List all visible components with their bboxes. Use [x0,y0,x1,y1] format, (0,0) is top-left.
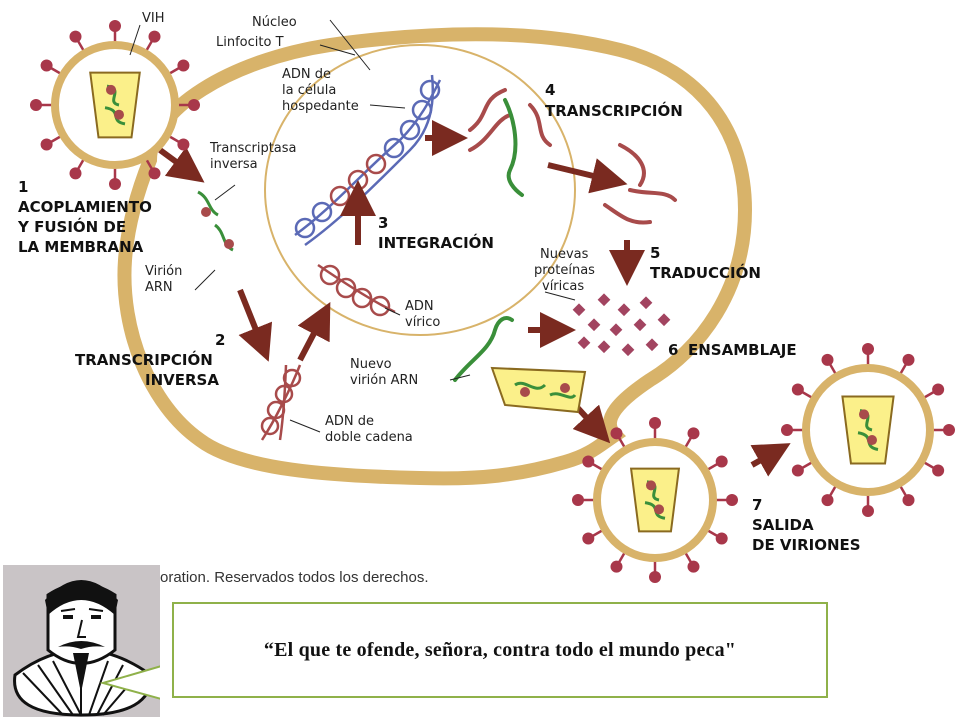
step-6: 6 ENSAMBLAJE [668,341,797,359]
virion-spike-knob [726,494,738,506]
virion-spike-knob [902,494,915,507]
virion-spike-knob [687,560,700,573]
quote-text: “El que te ofende, señora, contra todo e… [263,638,737,661]
arrow-to-cytoplasm [547,158,628,194]
virion-spike-knob [715,532,728,545]
virion-budding [572,417,738,583]
virion-spike-knob [649,417,661,429]
virion-entering [30,20,200,190]
label-virion-arn: Virión ARN [145,264,187,295]
step-1: 1 ACOPLAMIENTO Y FUSIÓN DE LA MEMBRANA [17,178,157,256]
label-linfocito: Linfocito T [216,35,284,50]
cervantes-portrait [3,565,166,717]
virion-spike-knob [610,427,623,440]
virion-spike-knob [148,167,161,180]
virion-spike-knob [582,532,595,545]
nucleus [264,44,576,336]
arrow-entry [158,146,205,183]
virion-spike-knob [69,30,82,43]
virion-spike-knob [862,505,874,517]
virion-spike-knob [69,167,82,180]
virion-spike-knob [932,464,945,477]
double-strand-dna [260,364,302,441]
step-7: 7 SALIDA DE VIRIONES [752,496,861,554]
quote-box: “El que te ofende, señora, contra todo e… [172,602,828,698]
step-3: 3 INTEGRACIÓN [378,214,494,252]
virion-spike-knob [40,59,53,72]
virion-spike-knob [791,464,804,477]
step-2: 2 TRANSCRIPCIÓN INVERSA [75,331,231,389]
label-leader-lines [129,19,576,433]
label-nuevo-virion: Nuevo virión ARN [350,357,418,388]
virion-spike-knob [177,138,190,151]
virion-spike-knob [715,455,728,468]
virion-spike-knob [932,383,945,396]
virion-spike-knob [177,59,190,72]
assembling-capsid [490,366,587,414]
virion-enzyme [867,435,877,446]
copyright-caption: oration. Reservados todos los derechos. [160,569,428,586]
label-transcriptasa: Transcriptasa inversa [209,141,301,172]
virion-spike-knob [649,571,661,583]
label-adn-host: ADN de la célula hospedante [282,67,359,114]
virion-spike-knob [821,494,834,507]
virion-spike-knob [109,20,121,32]
virion-spike-knob [30,99,42,111]
virion-spike-knob [791,383,804,396]
viral-dna-helix [317,263,396,317]
rna-strands [453,88,677,382]
virion-spike-knob [148,30,161,43]
virion-spike-knob [821,353,834,366]
label-nucleo: Núcleo [252,15,297,30]
virions [30,20,955,583]
virion-spike-knob [943,424,955,436]
virion-enzyme [114,109,124,120]
arrow-reverse-transcription [237,288,273,362]
virion-spike-knob [582,455,595,468]
reverse-transcriptase-rna [197,190,234,252]
label-adn-virico: ADN vírico [405,299,440,330]
virion-released [781,343,955,517]
label-adn-doble: ADN de doble cadena [325,414,413,445]
virion-spike-knob [109,178,121,190]
virion-spike-knob [40,138,53,151]
arrow-to-nucleus [297,302,331,362]
step-5: 5 TRADUCCIÓN [650,244,761,282]
virion-enzyme [859,409,869,420]
arrow-exit [750,443,791,477]
virion-spike-knob [188,99,200,111]
virion-spike-knob [572,494,584,506]
virion-spike-knob [862,343,874,355]
virion-spike-knob [687,427,700,440]
label-nuevas-proteinas: Nuevas proteínas víricas [534,247,599,294]
virion-enzyme [106,84,116,95]
process-arrows [158,120,791,477]
virion-enzyme [646,480,656,491]
virion-enzyme [654,504,664,515]
label-vih: VIH [142,11,165,26]
virion-spike-knob [610,560,623,573]
virion-spike-knob [781,424,793,436]
virion-spike-knob [902,353,915,366]
step-4: 4 TRANSCRIPCIÓN [545,81,683,120]
